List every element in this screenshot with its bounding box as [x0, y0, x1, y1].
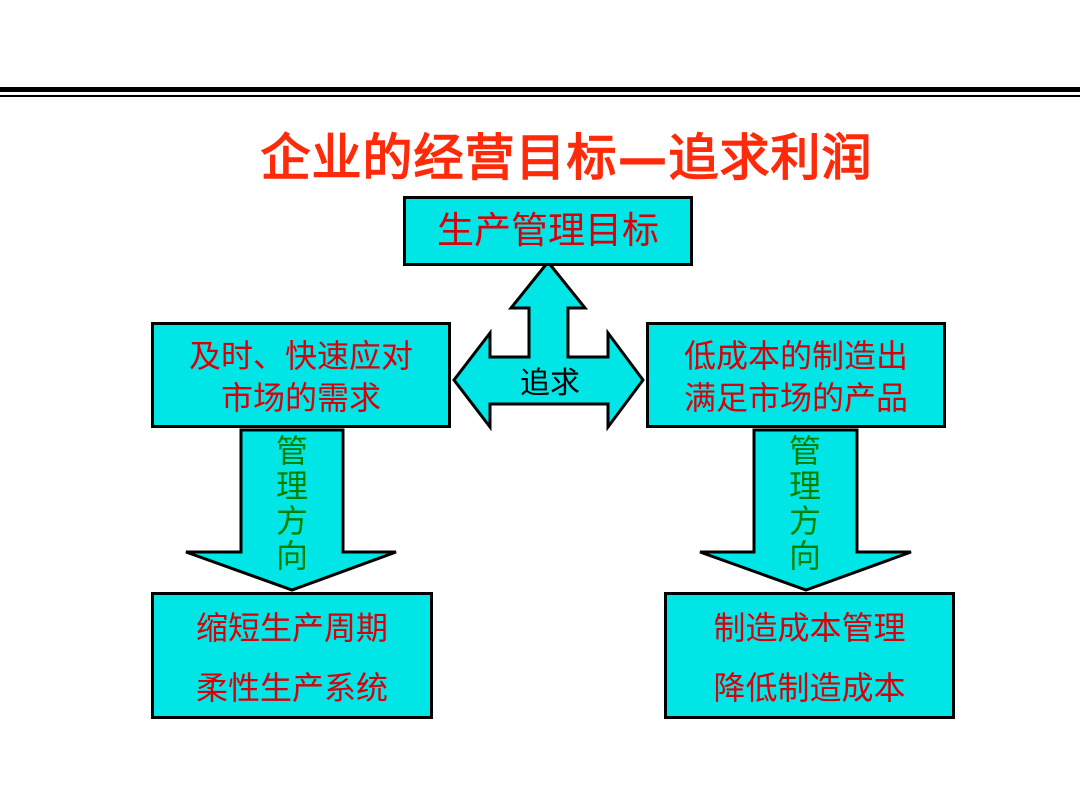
cost-management-line2: 降低制造成本: [713, 669, 906, 707]
shorten-cycle-line1: 缩短生产周期: [195, 609, 388, 647]
header-rule-thick: [0, 87, 1080, 92]
low-cost-line2: 满足市场的产品: [683, 379, 908, 417]
right-down-arrow: [699, 428, 912, 592]
market-response-box: 及时、快速应对 市场的需求: [151, 322, 451, 428]
right-arrow-char: 向: [788, 537, 821, 575]
right-arrow-label: 管 理 方 向: [785, 434, 825, 574]
three-way-arrow: [452, 259, 645, 432]
pursuit-label: 追求: [520, 366, 580, 401]
cost-management-line1: 制造成本管理: [713, 609, 906, 647]
left-arrow-label: 管 理 方 向: [272, 434, 312, 574]
shorten-cycle-box: 缩短生产周期 柔性生产系统: [151, 592, 433, 719]
production-goal-box: 生产管理目标: [403, 196, 693, 266]
left-arrow-char: 管: [275, 432, 308, 470]
low-cost-box: 低成本的制造出 满足市场的产品: [646, 322, 946, 428]
cost-management-box: 制造成本管理 降低制造成本: [664, 592, 955, 719]
right-arrow-char: 方: [788, 502, 821, 540]
right-arrow-char: 理: [788, 467, 821, 505]
shorten-cycle-line2: 柔性生产系统: [195, 669, 388, 707]
market-response-line1: 及时、快速应对: [188, 337, 413, 375]
left-arrow-char: 向: [275, 537, 308, 575]
header-rule-thin: [0, 95, 1080, 97]
page-title: 企业的经营目标—追求利润: [260, 129, 873, 187]
left-down-arrow: [185, 428, 397, 592]
market-response-line2: 市场的需求: [220, 379, 381, 417]
low-cost-line1: 低成本的制造出: [683, 337, 908, 375]
left-arrow-char: 理: [275, 467, 308, 505]
left-arrow-char: 方: [275, 502, 308, 540]
right-arrow-char: 管: [788, 432, 821, 470]
